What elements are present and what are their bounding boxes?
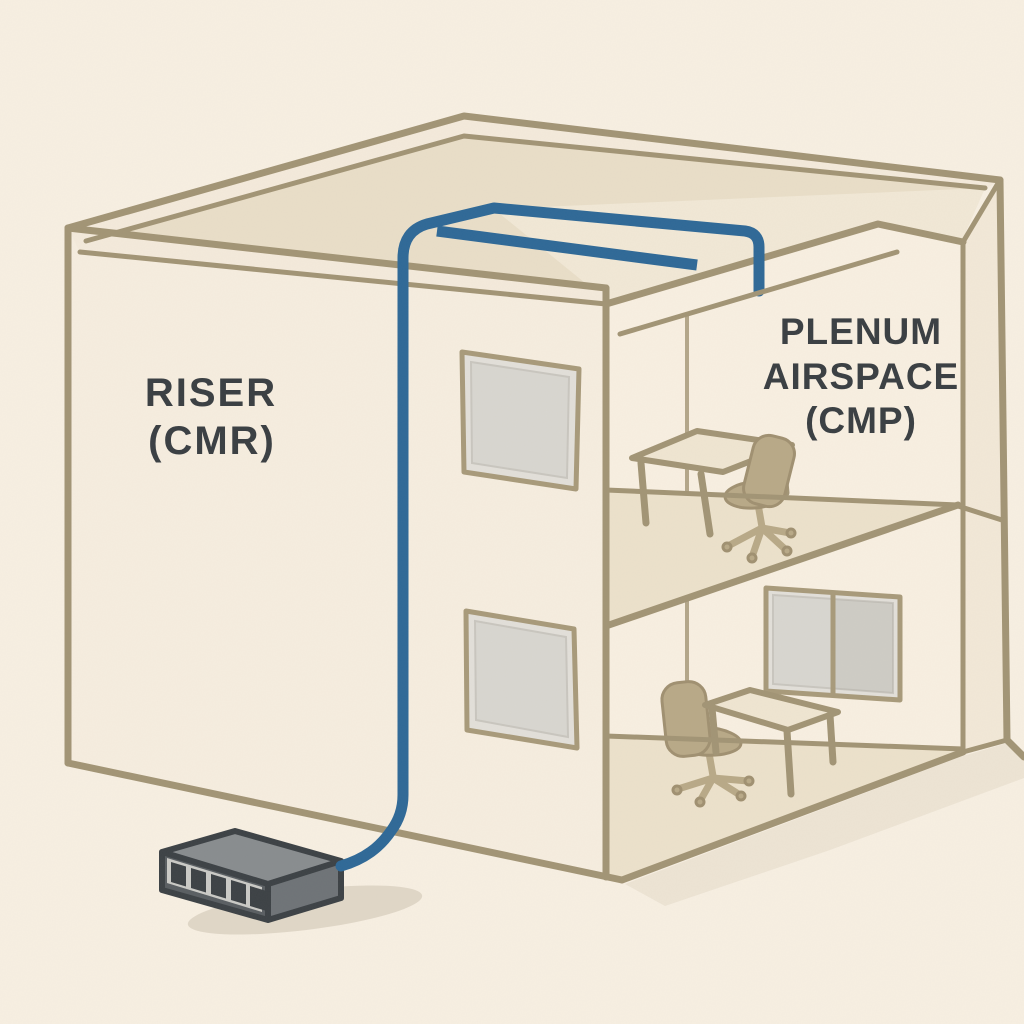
diagram-canvas: RISER (CMR) PLENUM AIRSPACE (CMP) <box>0 0 1024 1024</box>
paper-grain-overlay <box>0 0 1024 1024</box>
building-cutaway-diagram: RISER (CMR) PLENUM AIRSPACE (CMP) <box>0 0 1024 1024</box>
